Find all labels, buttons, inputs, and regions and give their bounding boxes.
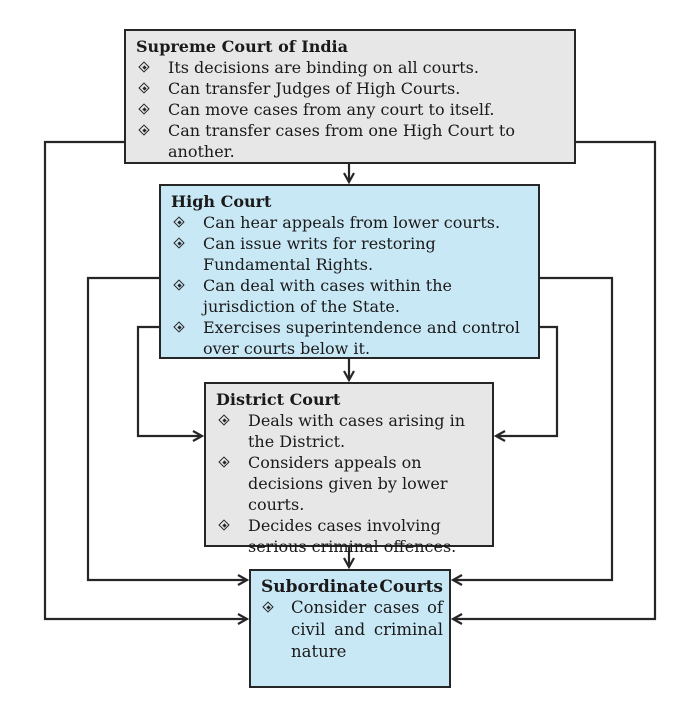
list-item: Decides cases involving serious criminal… [216,515,488,557]
diamond-bullet-icon [263,602,275,614]
subordinate-courts-box: Subordinate Courts Consider cases of civ… [249,569,451,688]
list-item: Can transfer cases from one High Court t… [136,120,566,162]
list-item: Deals with cases arising in the District… [216,410,488,452]
list-item: Can hear appeals from lower courts. [171,212,532,233]
list-item: Exercises superintendence and control ov… [171,317,532,359]
diamond-bullet-icon [219,520,231,532]
supreme-court-list: Its decisions are binding on all courts.… [136,57,566,162]
diamond-bullet-icon [174,238,186,250]
diamond-bullet-icon [174,217,186,229]
subordinate-courts-list: Consider cases of civil and criminal nat… [261,597,443,663]
supreme-court-title: Supreme Court of India [136,37,348,56]
diamond-bullet-icon [139,125,151,137]
list-item: Can issue writs for restoring Fundamenta… [171,233,532,275]
diamond-bullet-icon [139,104,151,116]
list-item: Can move cases from any court to itself. [136,99,566,120]
list-item: Can transfer Judges of High Courts. [136,78,566,99]
arrow-high-to-subordinate-left [86,276,247,580]
high-court-box: High Court Can hear appeals from lower c… [159,184,540,359]
arrow-supreme-to-subordinate-right [453,140,657,619]
list-item: Its decisions are binding on all courts. [136,57,566,78]
district-court-list: Deals with cases arising in the District… [216,410,488,557]
arrow-high-to-subordinate-right [453,276,614,580]
supreme-court-box: Supreme Court of India Its decisions are… [124,29,576,164]
diamond-bullet-icon [174,322,186,334]
high-court-title: High Court [171,192,272,211]
arrow-supreme-to-subordinate-left [43,140,247,619]
arrow-high-to-district-left [136,325,202,436]
diamond-bullet-icon [219,457,231,469]
diamond-bullet-icon [219,415,231,427]
high-court-list: Can hear appeals from lower courts. Can … [171,212,532,359]
diamond-bullet-icon [139,62,151,74]
district-court-box: District Court Deals with cases arising … [204,382,494,556]
arrow-high-to-district-right [496,325,559,436]
list-item: Considers appeals on decisions given by … [216,452,488,515]
district-court-title: District Court [216,390,341,409]
list-item: Can deal with cases within the jurisdict… [171,275,532,317]
list-item: Consider cases of civil and criminal nat… [261,597,443,663]
diamond-bullet-icon [174,280,186,292]
subordinate-courts-title: Subordinate Courts [261,577,443,597]
diamond-bullet-icon [139,83,151,95]
